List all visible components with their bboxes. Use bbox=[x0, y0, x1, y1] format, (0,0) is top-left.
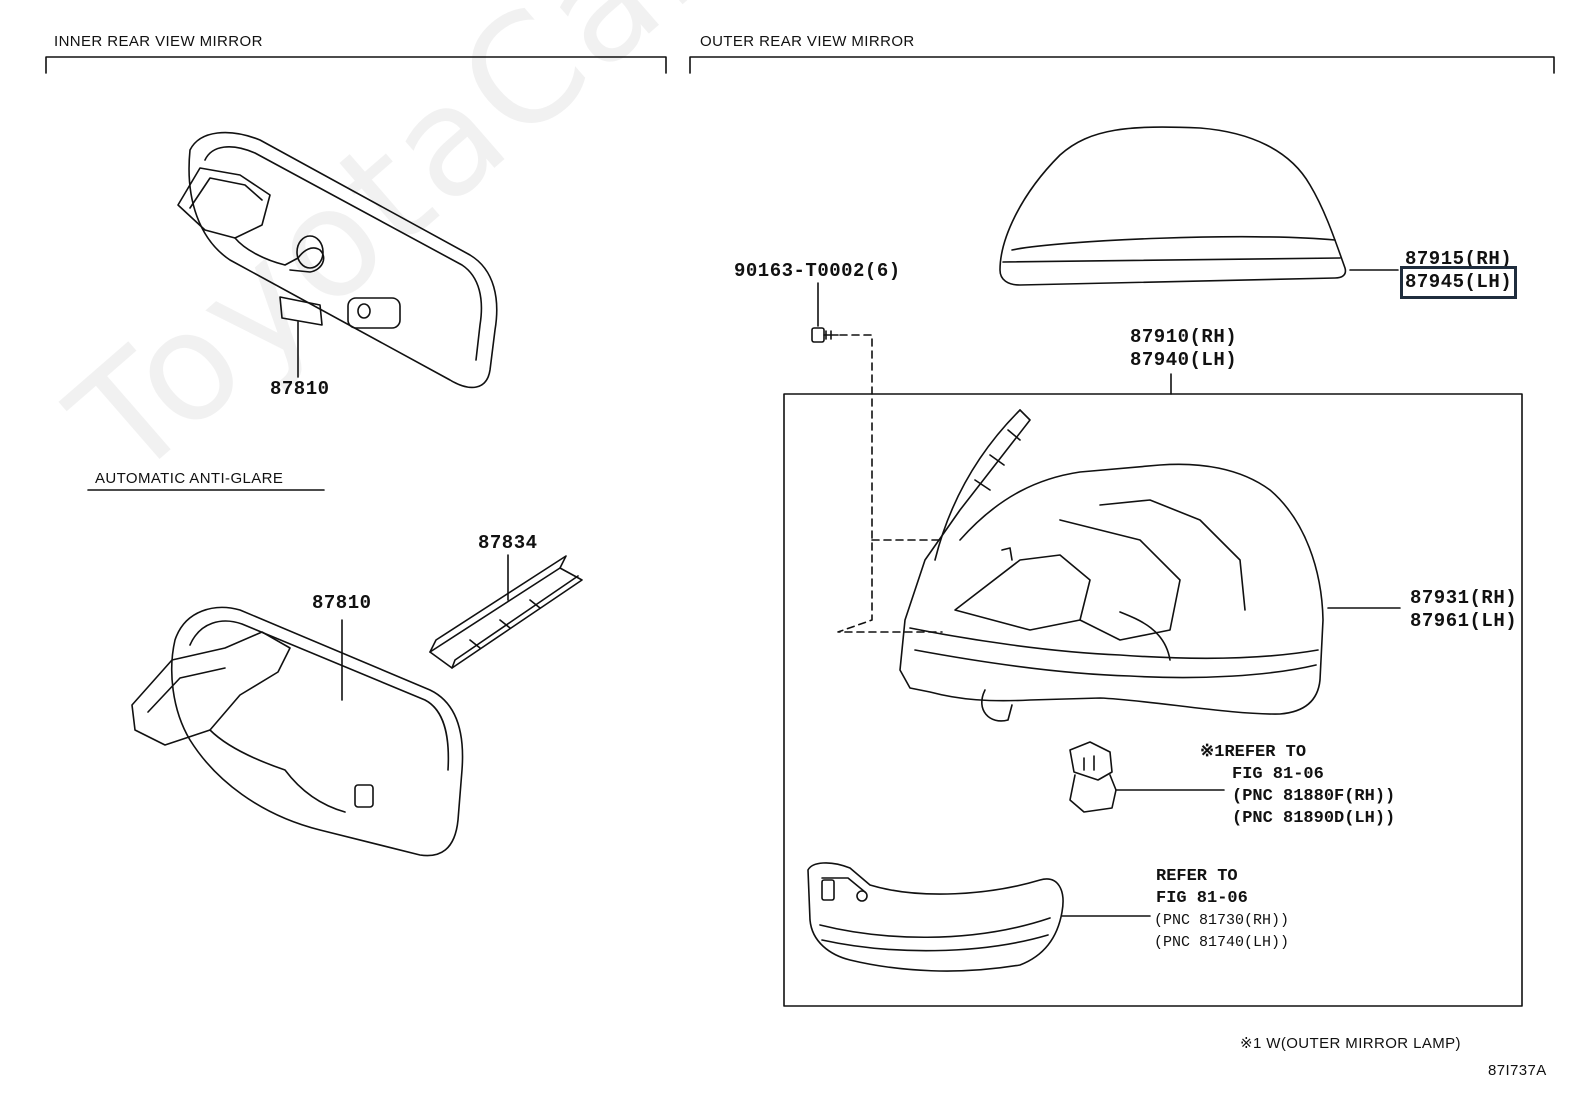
part-87810-inner[interactable]: 87810 bbox=[270, 378, 330, 400]
signal-ref-line3: (PNC 81730(RH)) bbox=[1154, 912, 1290, 929]
part-cover-rh[interactable]: 87915(RH) bbox=[1405, 248, 1513, 270]
signal-ref-line2[interactable]: FIG 81-06 bbox=[1156, 889, 1248, 908]
inner-section-title: INNER REAR VIEW MIRROR bbox=[54, 33, 263, 50]
anti-glare-title: AUTOMATIC ANTI-GLARE bbox=[95, 470, 284, 487]
part-87834[interactable]: 87834 bbox=[478, 532, 538, 554]
mirror-cover-drawing bbox=[999, 126, 1347, 286]
part-housing-lh[interactable]: 87961(LH) bbox=[1410, 610, 1518, 632]
outer-section-title: OUTER REAR VIEW MIRROR bbox=[700, 33, 915, 50]
turn-signal-drawing bbox=[807, 862, 1064, 972]
section-bracket-outer bbox=[689, 56, 1555, 74]
section-bracket-inner bbox=[45, 56, 667, 74]
part-housing-rh[interactable]: 87931(RH) bbox=[1410, 587, 1518, 609]
assembly-box bbox=[783, 393, 1523, 1007]
screw-drawing bbox=[811, 327, 839, 343]
screw-dashed-path bbox=[837, 334, 943, 633]
signal-ref-line4: (PNC 81740(LH)) bbox=[1154, 934, 1290, 951]
lamp-ref-line2[interactable]: FIG 81-06 bbox=[1232, 765, 1324, 784]
part-87810-antiglare[interactable]: 87810 bbox=[312, 592, 372, 614]
outer-mirror-drawing bbox=[899, 409, 1324, 722]
footnote: ※1 W(OUTER MIRROR LAMP) bbox=[1240, 1035, 1461, 1052]
part-assembly-lh[interactable]: 87940(LH) bbox=[1130, 349, 1238, 371]
part-screw[interactable]: 90163-T0002(6) bbox=[734, 260, 901, 282]
signal-ref-line1: REFER TO bbox=[1156, 867, 1238, 886]
part-assembly-rh[interactable]: 87910(RH) bbox=[1130, 326, 1238, 348]
inner-mirror-drawing bbox=[177, 131, 498, 389]
lamp-drawing bbox=[1069, 741, 1117, 813]
bracket-87834-drawing bbox=[429, 555, 583, 669]
figure-code: 87I737A bbox=[1488, 1062, 1547, 1079]
part-cover-lh[interactable]: 87945(LH) bbox=[1399, 266, 1518, 299]
lamp-ref-line1: ※1REFER TO bbox=[1200, 743, 1307, 762]
lamp-ref-line4: (PNC 81890D(LH)) bbox=[1232, 809, 1396, 828]
lamp-ref-line3: (PNC 81880F(RH)) bbox=[1232, 787, 1396, 806]
antiglare-mirror-drawing bbox=[131, 606, 464, 857]
